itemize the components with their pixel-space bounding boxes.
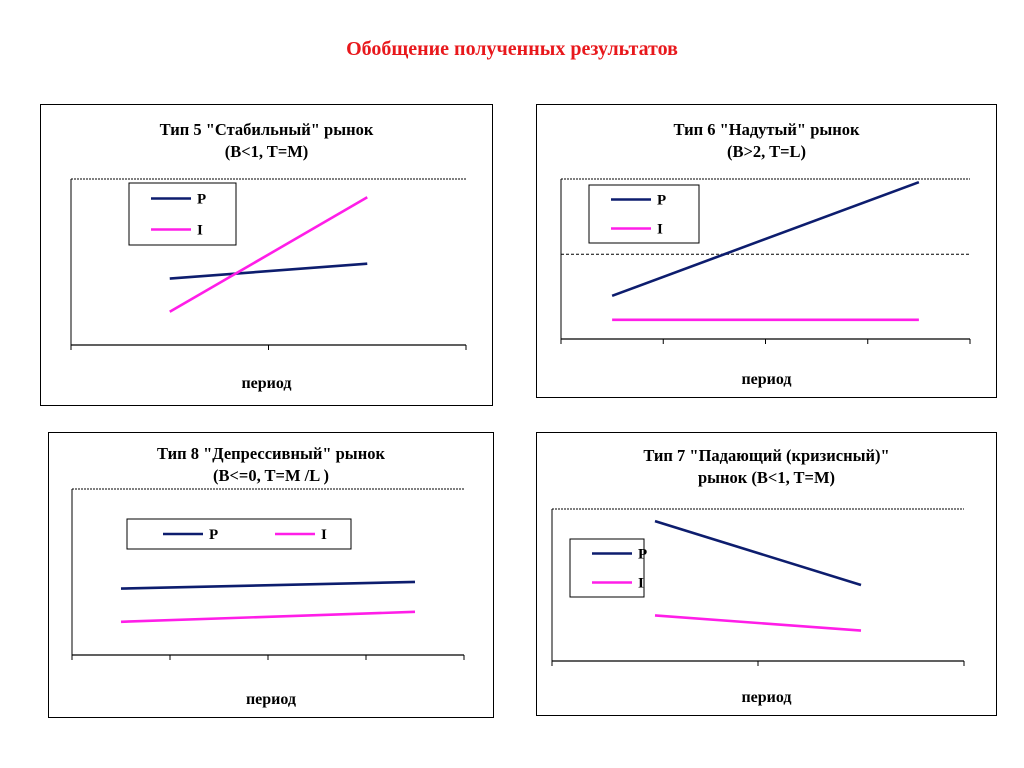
legend-label-P: P (209, 527, 218, 543)
series-line-I (120, 610, 416, 624)
chart-title-line2: (B<=0, T=M /L ) (213, 466, 329, 485)
x-axis-label: период (245, 691, 297, 708)
chart-title: Тип 6 "Надутый" рынок (B>2, T=L) (537, 119, 996, 163)
x-axis-label: период (741, 689, 792, 706)
chart-title-line1: Тип 6 "Надутый" рынок (673, 120, 860, 139)
chart-plot: PI (551, 508, 965, 666)
chart-title: Тип 7 "Падающий (кризисный)" рынок (B<1,… (537, 445, 996, 489)
legend-box (588, 184, 700, 244)
page-title: Обобщение полученных результатов (346, 38, 678, 60)
legend-box (128, 182, 237, 246)
chart-plot: PI (560, 178, 971, 344)
series-line-I (654, 614, 862, 632)
series-line-P (120, 580, 416, 590)
chart-title: Тип 8 "Депрессивный" рынок (B<=0, T=M /L… (49, 443, 493, 487)
x-axis-label: период (241, 375, 292, 392)
legend-label-I: I (638, 576, 644, 592)
legend-label-P: P (638, 547, 647, 563)
chart-title-line1: Тип 8 "Депрессивный" рынок (157, 444, 385, 463)
chart-panel-type8: Тип 8 "Депрессивный" рынок (B<=0, T=M /L… (48, 432, 494, 718)
chart-title-line1: Тип 5 "Стабильный" рынок (159, 120, 374, 139)
legend-box (569, 538, 645, 598)
legend-label-P: P (657, 193, 666, 209)
chart-title-line2: (B>2, T=L) (726, 142, 806, 161)
legend-label-P: P (197, 192, 206, 208)
series-line-I (169, 196, 368, 313)
x-axis-label: период (741, 371, 792, 388)
legend-box (126, 518, 352, 550)
chart-title: Тип 5 "Стабильный" рынок (B<1, T=M) (41, 119, 492, 163)
series-line-P (654, 519, 862, 587)
chart-title-line2: рынок (B<1, T=M) (697, 468, 836, 487)
chart-title-line2: (B<1, T=M) (224, 142, 309, 161)
chart-title-line1: Тип 7 "Падающий (кризисный)" (643, 446, 890, 465)
series-line-P (611, 180, 920, 298)
legend-label-I: I (657, 222, 663, 238)
chart-panel-type7: Тип 7 "Падающий (кризисный)" рынок (B<1,… (536, 432, 997, 716)
legend-label-I: I (321, 527, 327, 543)
chart-plot: PI (70, 178, 467, 350)
series-line-P (169, 262, 368, 280)
legend-label-I: I (197, 223, 203, 239)
